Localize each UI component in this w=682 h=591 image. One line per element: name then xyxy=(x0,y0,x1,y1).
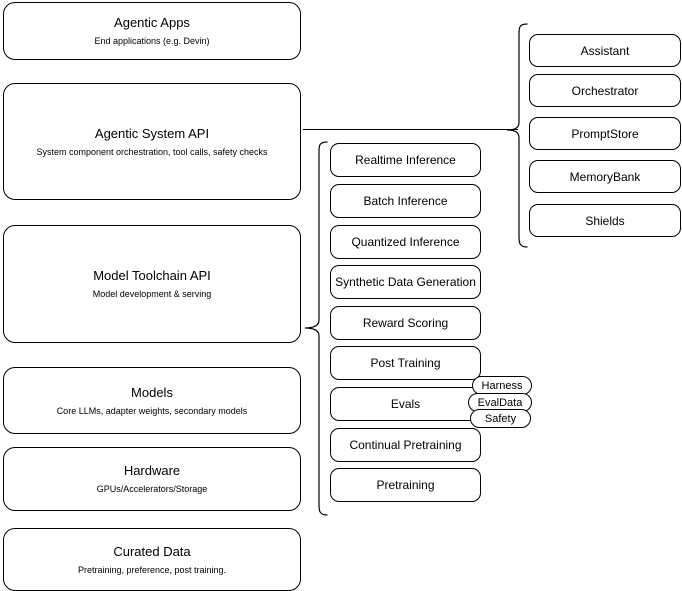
capability-label: Synthetic Data Generation xyxy=(335,275,476,289)
capability-quantized-inference[interactable]: Quantized Inference xyxy=(330,225,481,259)
layer-title: Agentic Apps xyxy=(114,15,190,30)
capability-label: Continual Pretraining xyxy=(349,438,462,452)
eval-pill-label: EvalData xyxy=(477,396,523,409)
layer-subtitle: Core LLMs, adapter weights, secondary mo… xyxy=(56,405,248,416)
component-label: Assistant xyxy=(580,43,630,58)
layer-title: Curated Data xyxy=(113,543,191,559)
layer-hardware[interactable]: Hardware GPUs/Accelerators/Storage xyxy=(3,447,301,511)
capability-label: Pretraining xyxy=(376,478,435,492)
component-shields[interactable]: Shields xyxy=(529,204,681,237)
component-label: MemoryBank xyxy=(569,169,641,184)
layer-title: Hardware xyxy=(123,463,181,478)
component-promptstore[interactable]: PromptStore xyxy=(529,117,681,150)
eval-pill-label: Safety xyxy=(484,412,517,425)
component-label: Orchestrator xyxy=(571,83,639,98)
capability-synthetic-data-generation[interactable]: Synthetic Data Generation xyxy=(330,265,481,299)
layer-title: Models xyxy=(131,384,173,400)
layer-subtitle: GPUs/Accelerators/Storage xyxy=(96,484,208,494)
capability-reward-scoring[interactable]: Reward Scoring xyxy=(330,306,481,340)
layer-agentic-apps[interactable]: Agentic Apps End applications (e.g. Devi… xyxy=(3,2,301,60)
eval-pill-label: Harness xyxy=(481,379,523,392)
layer-models[interactable]: Models Core LLMs, adapter weights, secon… xyxy=(3,367,301,434)
component-label: Shields xyxy=(585,213,625,228)
eval-pill-safety[interactable]: Safety xyxy=(470,409,531,428)
capability-label: Reward Scoring xyxy=(362,316,449,330)
capability-label: Post Training xyxy=(370,356,441,370)
layer-curated-data[interactable]: Curated Data Pretraining, preference, po… xyxy=(3,528,301,591)
layer-subtitle: Pretraining, preference, post training. xyxy=(77,564,227,575)
capability-label: Quantized Inference xyxy=(351,235,460,249)
layer-model-toolchain-api[interactable]: Model Toolchain API Model development & … xyxy=(3,225,301,343)
component-orchestrator[interactable]: Orchestrator xyxy=(529,74,681,107)
capability-realtime-inference[interactable]: Realtime Inference xyxy=(330,143,481,177)
layer-subtitle: End applications (e.g. Devin) xyxy=(94,36,210,46)
connector-line-system-api xyxy=(303,129,518,130)
layer-title: Agentic System API xyxy=(94,125,210,141)
toolchain-capabilities-brace xyxy=(303,140,329,518)
component-assistant[interactable]: Assistant xyxy=(529,34,681,67)
capability-label: Evals xyxy=(390,397,421,411)
capability-post-training[interactable]: Post Training xyxy=(330,346,481,380)
capability-label: Realtime Inference xyxy=(355,153,456,167)
component-label: PromptStore xyxy=(571,126,639,141)
system-components-brace xyxy=(505,22,529,250)
layer-agentic-system-api[interactable]: Agentic System API System component orch… xyxy=(3,83,301,200)
capability-continual-pretraining[interactable]: Continual Pretraining xyxy=(330,428,481,462)
component-memorybank[interactable]: MemoryBank xyxy=(529,160,681,193)
layer-subtitle: System component orchestration, tool cal… xyxy=(36,146,268,157)
layer-title: Model Toolchain API xyxy=(93,268,211,283)
layer-subtitle: Model development & serving xyxy=(92,289,212,299)
capability-pretraining[interactable]: Pretraining xyxy=(330,468,481,502)
capability-label: Batch Inference xyxy=(363,194,448,208)
capability-evals[interactable]: Evals xyxy=(330,387,481,421)
eval-pill-evaldata[interactable]: EvalData xyxy=(468,393,532,412)
capability-batch-inference[interactable]: Batch Inference xyxy=(330,184,481,218)
